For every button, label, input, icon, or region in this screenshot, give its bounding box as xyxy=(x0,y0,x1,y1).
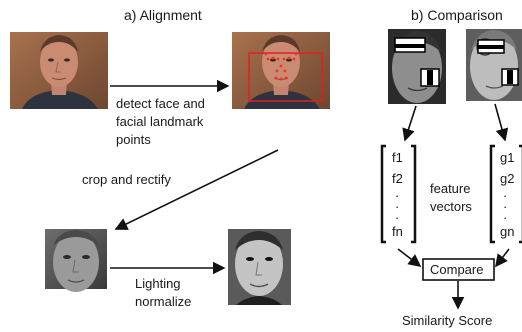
comparison-face-left xyxy=(388,29,446,104)
vector-f-bracket-right xyxy=(411,144,417,244)
vector-g-bracket-left xyxy=(489,144,495,244)
step-detect-line-1: detect face and xyxy=(116,96,205,111)
cropped-face-photo xyxy=(45,229,107,292)
vector-f-entry-2: f2 xyxy=(392,171,403,186)
step-detect-line-3: points xyxy=(116,132,151,147)
comparison-face-right xyxy=(466,29,522,101)
vector-g-dot-1: · xyxy=(503,188,508,203)
vector-f-entry-1: f1 xyxy=(392,150,403,165)
arrow-f-to-compare xyxy=(397,248,422,267)
landmark-face-photo xyxy=(232,32,330,109)
similarity-score-label: Similarity Score xyxy=(402,313,493,328)
compare-label: Compare xyxy=(430,262,484,277)
normalized-face-photo xyxy=(228,229,291,305)
arrow-g-to-compare xyxy=(495,248,510,268)
vector-f-dot-1: · xyxy=(395,188,400,203)
vector-g-bracket-right xyxy=(519,144,522,244)
vector-f-bracket-left xyxy=(380,144,386,244)
feature-vectors-line-2: vectors xyxy=(430,199,472,214)
vector-g-entry-n: gn xyxy=(500,224,515,239)
vector-g-dot-3: · xyxy=(503,210,508,225)
alignment-title: a) Alignment xyxy=(124,7,202,23)
comparison-title: b) Comparison xyxy=(411,7,503,23)
face-detection-box xyxy=(248,52,323,102)
vector-g-entry-1: g1 xyxy=(500,150,515,165)
step-detect-line-2: facial landmark xyxy=(116,114,204,129)
step-crop-label: crop and rectify xyxy=(82,172,171,187)
vector-g-entry-2: g2 xyxy=(500,171,515,186)
feature-vectors-line-1: feature xyxy=(430,181,471,196)
step-lighting-line-2: normalize xyxy=(135,294,192,309)
compare-box xyxy=(422,258,495,281)
vector-f-entry-n: fn xyxy=(392,224,403,239)
vector-g-dot-2: · xyxy=(503,199,508,214)
step-lighting-line-1: Lighting xyxy=(135,276,181,291)
original-face-photo xyxy=(10,32,108,109)
landmark-points xyxy=(264,52,298,81)
arrow-left-to-vector xyxy=(402,105,417,142)
arrow-crop xyxy=(114,149,279,230)
vector-f-dot-2: · xyxy=(395,199,400,214)
arrow-right-to-vector xyxy=(494,103,509,142)
vector-f-dot-3: · xyxy=(395,210,400,225)
